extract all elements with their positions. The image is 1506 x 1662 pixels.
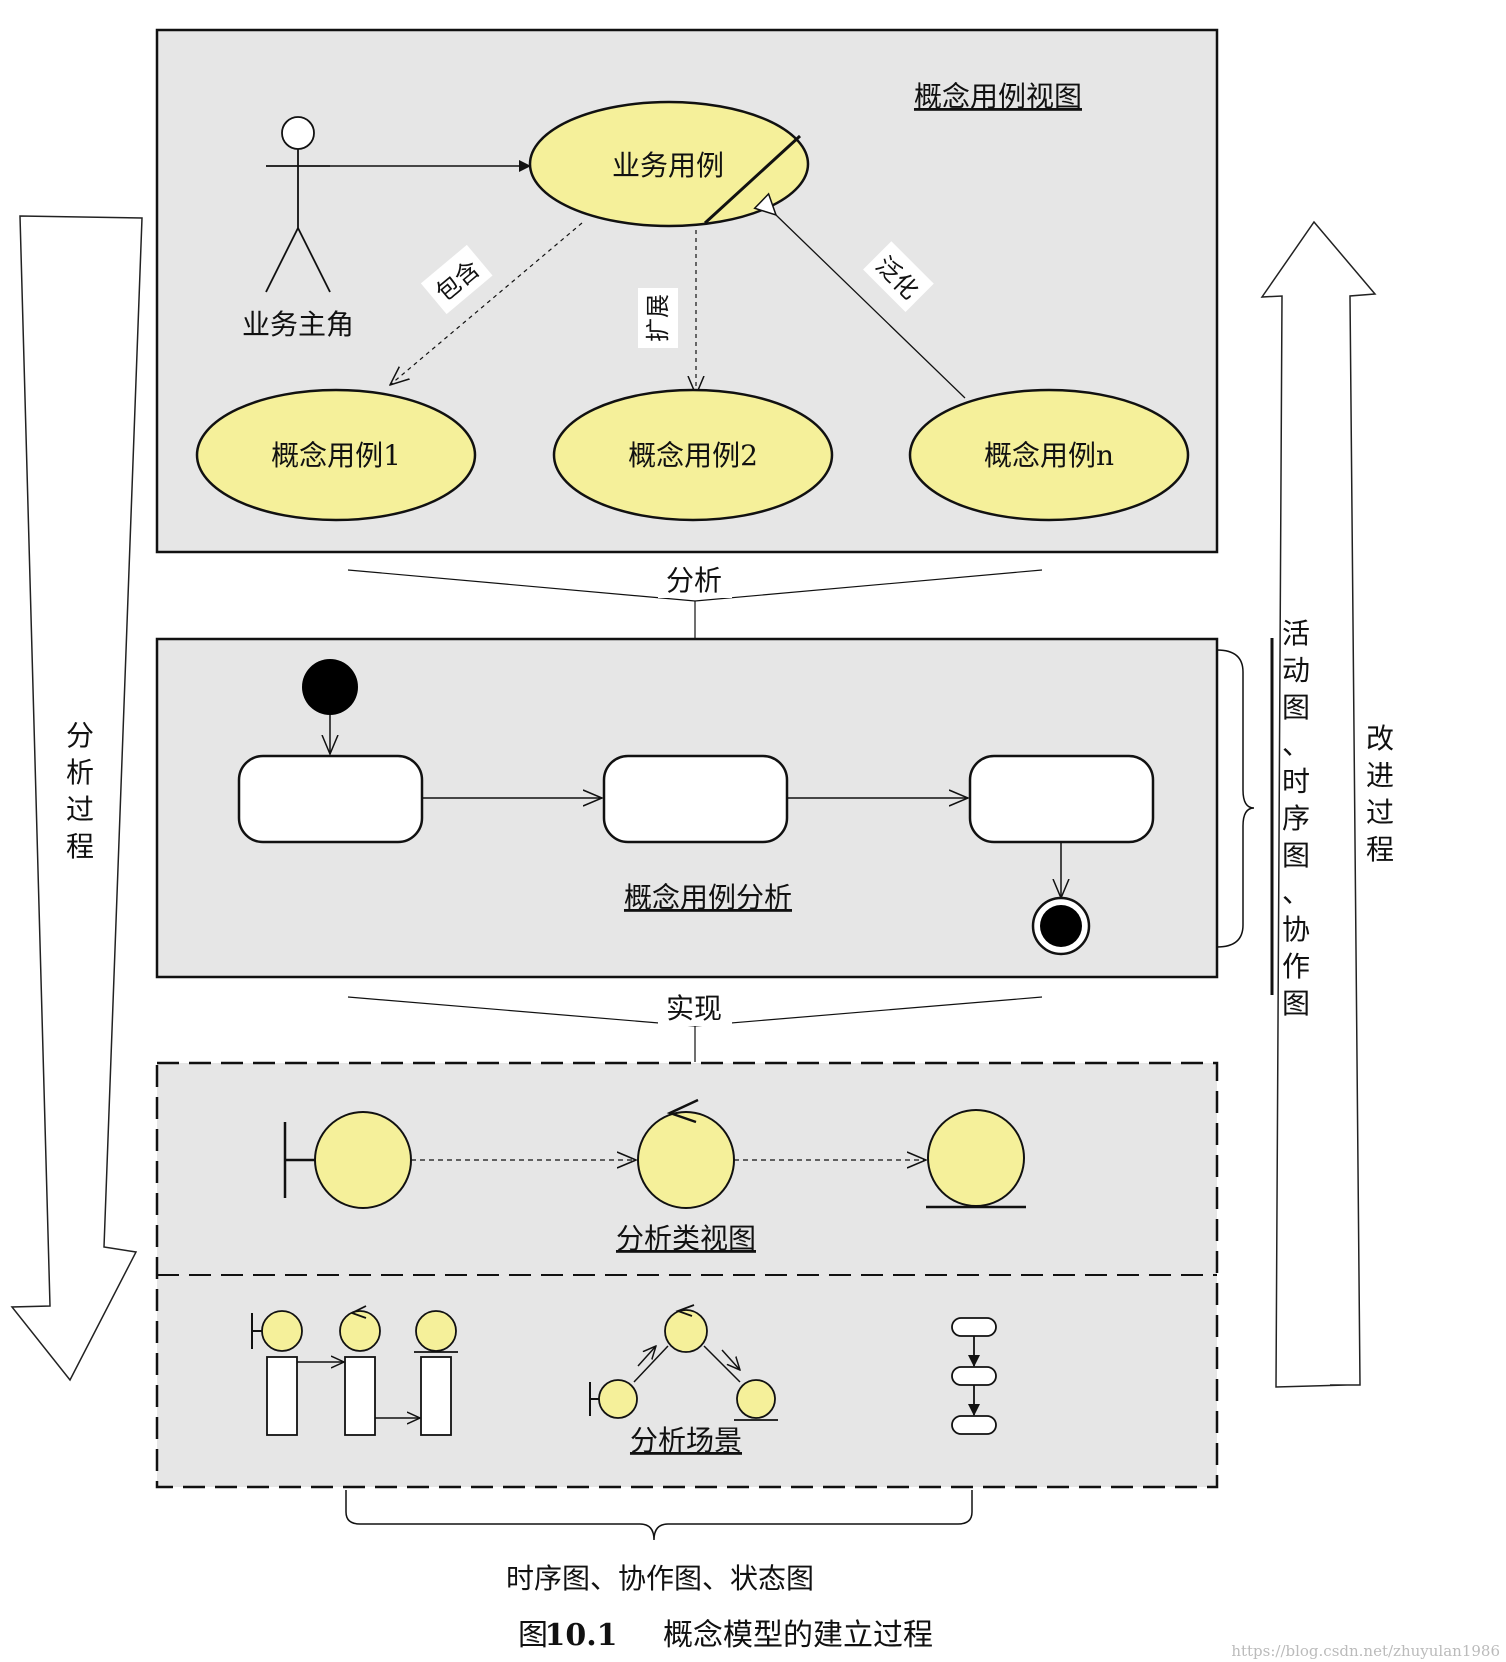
concept-use-case-view-panel: 概念用例视图 业务主角 业务用例 包含 扩展 [155, 28, 1219, 554]
activity-node [237, 754, 424, 844]
caption-prefix: 图 [518, 1618, 548, 1653]
side-label-char: 图 [1282, 839, 1310, 872]
concept-use-case: 概念用例n [908, 388, 1190, 522]
end-node-icon [1031, 896, 1091, 956]
start-node-icon [302, 659, 358, 715]
side-label-char: 活 [1282, 617, 1310, 650]
generalize-arrow [753, 192, 966, 399]
use-case-view-title: 概念用例视图 [914, 80, 1082, 113]
side-label-char: 作 [1282, 950, 1310, 983]
analysis-process-char: 分 [66, 719, 94, 752]
realize-label: 实现 [666, 992, 722, 1025]
analysis-process-arrow: 分 析 过 程 [10, 215, 143, 1382]
business-actor-label: 业务主角 [242, 308, 354, 341]
use-case-analysis-title: 概念用例分析 [624, 881, 792, 914]
analysis-process-char: 析 [66, 756, 94, 789]
analysis-process-char: 程 [66, 830, 94, 863]
side-label-diagram-types: 活 动 图 、 时 序 图 、 协 作 图 [1282, 617, 1310, 1020]
caption-number: 10.1 [544, 1618, 617, 1653]
include-arrow [390, 222, 583, 385]
improvement-process-char: 进 [1366, 759, 1394, 792]
state-diagram-icon [951, 1317, 997, 1435]
concept-use-case-label: 概念用例1 [271, 439, 401, 472]
watermark: https://blog.csdn.net/zhuyulan1986 [1231, 1642, 1500, 1660]
improvement-process-char: 过 [1366, 796, 1394, 829]
business-use-case-label: 业务用例 [612, 149, 724, 182]
analysis-process-char: 过 [66, 793, 94, 826]
collaboration-diagram-icon [589, 1304, 778, 1421]
improvement-process-char: 改 [1366, 722, 1394, 755]
right-brace [1216, 649, 1255, 948]
activity-node [602, 754, 789, 844]
side-label-char: 动 [1282, 654, 1310, 687]
sequence-diagram-icon [251, 1305, 458, 1436]
analyze-label: 分析 [666, 564, 722, 597]
improvement-process-char: 程 [1366, 833, 1394, 866]
side-label-char: 协 [1282, 913, 1310, 946]
concept-use-case-label: 概念用例n [984, 439, 1114, 472]
concept-use-case: 概念用例2 [552, 388, 834, 522]
analyze-connector [347, 569, 1043, 638]
improvement-process-arrow: 改 进 过 程 [1260, 220, 1394, 1388]
bottom-brace [345, 1490, 973, 1541]
concept-use-case-analysis-panel: 概念用例分析 [155, 637, 1219, 979]
analysis-scenario-title: 分析场景 [630, 1424, 742, 1457]
side-label-char: 时 [1282, 765, 1310, 798]
concept-use-case-label: 概念用例2 [628, 439, 758, 472]
figure-caption: 图 10.1 概念模型的建立过程 [518, 1618, 933, 1653]
side-label-char: 、 [1282, 728, 1310, 761]
extend-label: 扩展 [644, 294, 672, 342]
side-label-char: 图 [1282, 987, 1310, 1020]
concept-use-case: 概念用例1 [195, 388, 477, 522]
actor-icon [265, 116, 331, 293]
analysis-panel: 分析类视图 [155, 1061, 1219, 1489]
bottom-diagram-types-label: 时序图、协作图、状态图 [506, 1562, 814, 1595]
side-label-char: 序 [1282, 802, 1310, 835]
caption-text: 概念模型的建立过程 [663, 1618, 933, 1653]
analysis-class-view-title: 分析类视图 [616, 1222, 756, 1255]
business-use-case: 业务用例 [528, 100, 810, 228]
side-label-char: 图 [1282, 691, 1310, 724]
side-label-char: 、 [1282, 876, 1310, 909]
entity-class-icon [926, 1109, 1026, 1209]
activity-node [968, 754, 1155, 844]
